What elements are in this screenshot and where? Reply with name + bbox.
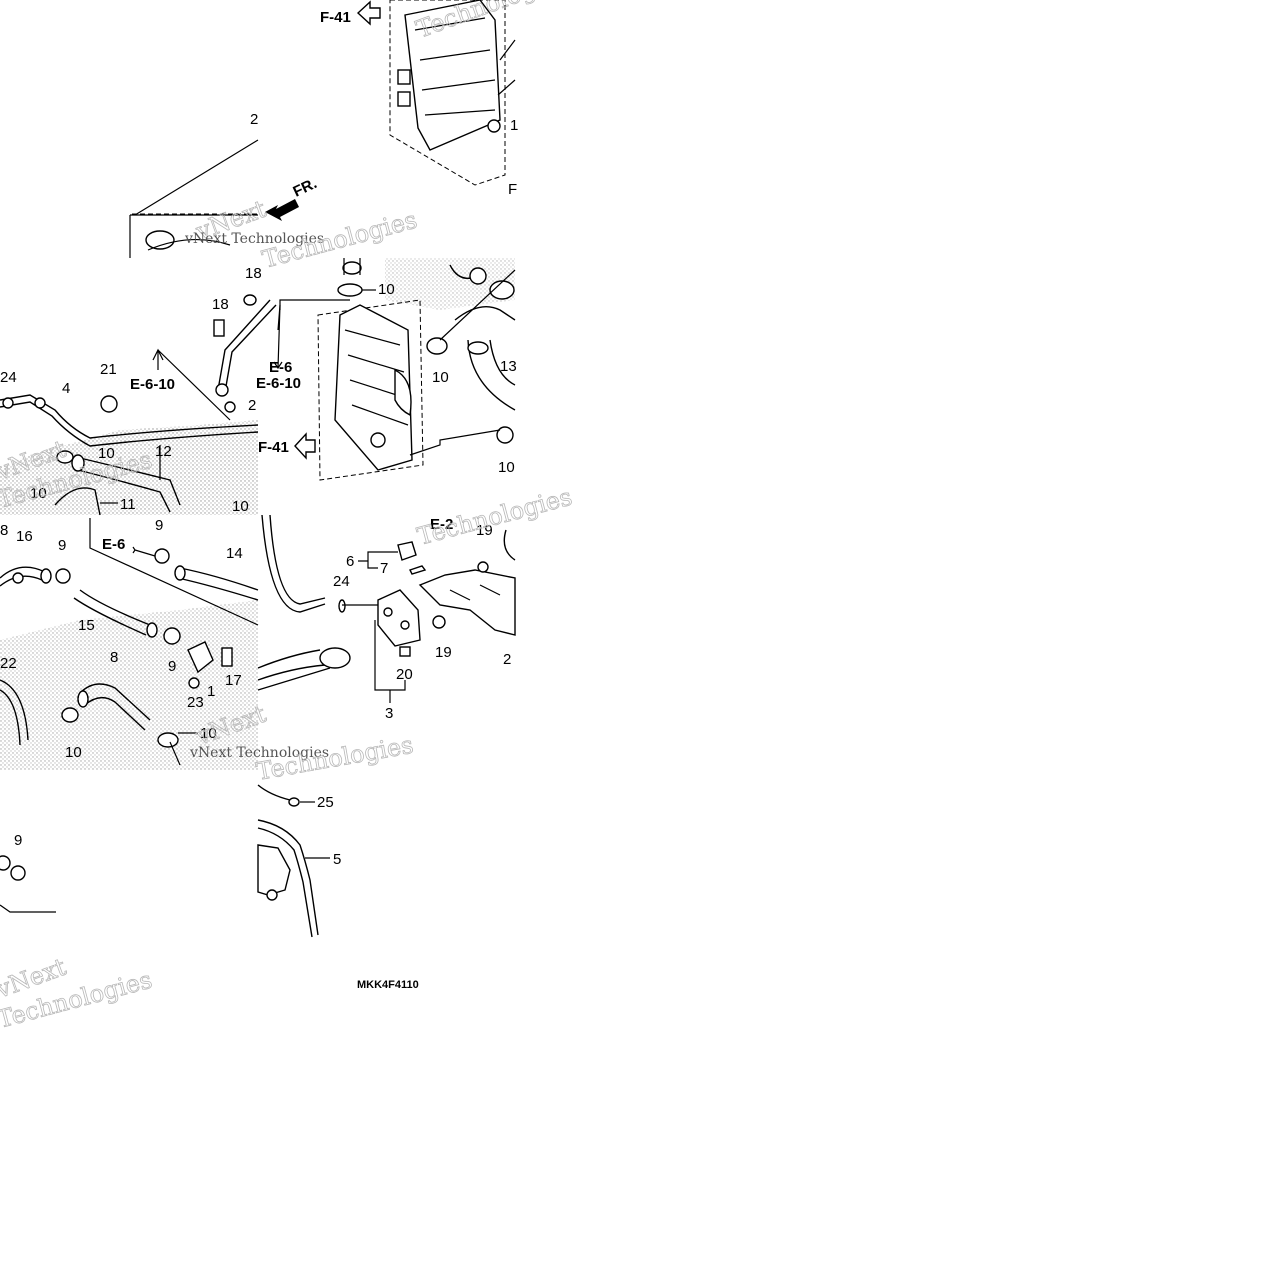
- ref-e6-lower: E-6: [102, 536, 125, 553]
- svg-text:vNext Technologies: vNext Technologies: [189, 745, 329, 761]
- label-25: 25: [317, 794, 334, 811]
- label-2-left: 2: [248, 397, 256, 414]
- leader-6-7: [358, 551, 398, 569]
- label-1: 1: [207, 683, 215, 700]
- radiator-lower-view: [273, 258, 516, 481]
- label-24: 24: [333, 573, 350, 590]
- label-6: 6: [346, 553, 354, 570]
- label-10c: 10: [232, 498, 249, 515]
- ref-e6: E-6: [269, 359, 292, 376]
- label-partial-top2: F: [508, 181, 517, 198]
- ref-arrow-f41-mid: F-41: [258, 432, 316, 460]
- label-20: 20: [396, 666, 413, 683]
- ref-e6-10-left: E-6-10: [130, 376, 175, 393]
- svg-text:FR.: FR.: [291, 175, 320, 201]
- label-18a: 18: [245, 265, 262, 282]
- hose-assembly-lower-left: [0, 518, 259, 766]
- svg-text:Technologies: Technologies: [254, 731, 415, 786]
- ref-e2: E-2: [430, 516, 453, 533]
- lower-fragment-left: [0, 855, 56, 913]
- label-9c: 9: [168, 658, 176, 675]
- label-16: 16: [16, 528, 33, 545]
- label-10e: 10: [432, 369, 449, 386]
- label-10b: 10: [30, 485, 47, 502]
- label-9d: 9: [14, 832, 22, 849]
- front-direction-arrow: FR.: [265, 175, 320, 221]
- shaded-regions: [0, 258, 515, 770]
- label-4: 4: [62, 380, 70, 397]
- label-partial-top: 1: [510, 117, 518, 134]
- ref-arrow-f41-top: F-41: [320, 0, 381, 26]
- label-8: 8: [110, 649, 118, 666]
- label-8-partial: 8: [0, 522, 8, 539]
- label-18b: 18: [212, 296, 229, 313]
- label-15: 15: [78, 617, 95, 634]
- label-19a: 19: [476, 522, 493, 539]
- label-10h: 10: [65, 744, 82, 761]
- svg-text:F-41: F-41: [258, 439, 289, 456]
- svg-text:Technologies: Technologies: [414, 483, 575, 551]
- label-19b: 19: [435, 644, 452, 661]
- svg-text:vNext Technologies: vNext Technologies: [184, 231, 324, 247]
- label-9b: 9: [155, 517, 163, 534]
- label-22: 22: [0, 655, 17, 672]
- label-2-right: 2: [503, 651, 511, 668]
- label-21: 21: [100, 361, 117, 378]
- thermostat-housing: [257, 514, 516, 691]
- label-10g: 10: [200, 725, 217, 742]
- diagram-code: MKK4F4110: [357, 979, 419, 991]
- label-10a: 10: [98, 445, 115, 462]
- label-7: 7: [380, 560, 388, 577]
- label-12: 12: [155, 443, 172, 460]
- label-17: 17: [225, 672, 242, 689]
- hose-assembly-left: [0, 294, 277, 516]
- label-14: 14: [226, 545, 243, 562]
- reserve-tank: [257, 784, 330, 938]
- label-9a: 9: [58, 537, 66, 554]
- label-10d: 10: [378, 281, 395, 298]
- label-11: 11: [120, 496, 136, 513]
- svg-text:F-41: F-41: [320, 9, 351, 26]
- label-10f: 10: [498, 459, 515, 476]
- label-24-left: 24: [0, 369, 17, 386]
- label-13: 13: [500, 358, 517, 375]
- label-3: 3: [385, 705, 393, 722]
- label-5: 5: [333, 851, 341, 868]
- ref-e6-10-right: E-6-10: [256, 375, 301, 392]
- label-2-top: 2: [250, 111, 258, 128]
- label-23: 23: [187, 694, 204, 711]
- radiator-upper-view: [129, 0, 516, 258]
